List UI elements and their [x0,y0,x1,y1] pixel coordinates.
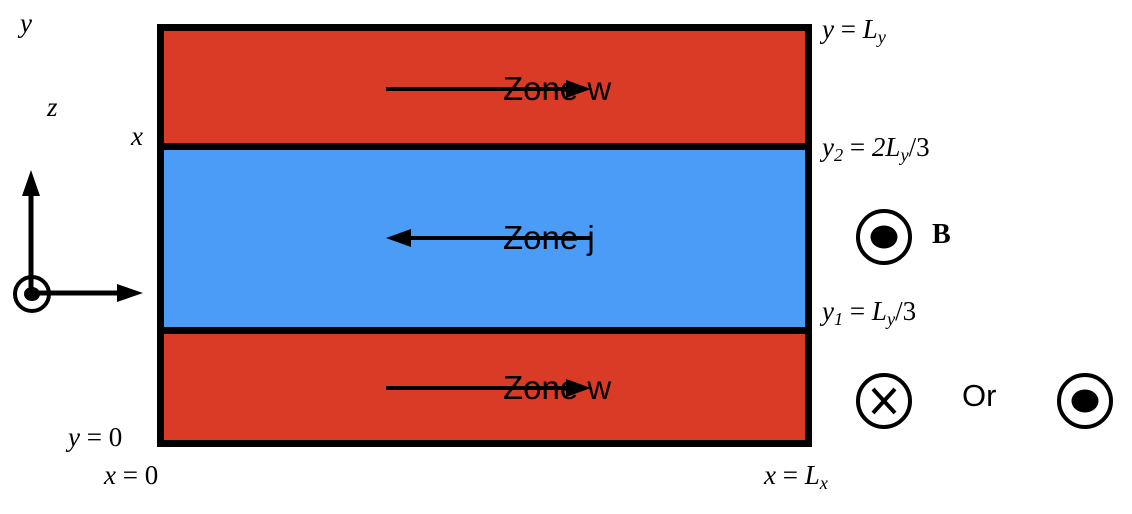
axis-label-x: x [131,121,143,151]
label-y2-var: y [822,132,834,162]
label-x-equals-0: x = 0 [104,462,158,489]
flow-arrow-bottom-right-icon [386,376,591,400]
zone-middle-label: Zone j [503,219,595,256]
label-y2-value: 2L [871,132,901,162]
b-field-label: B [932,219,951,250]
field-out-of-page-icon [1057,373,1113,429]
label-xlx-valuesub: x [819,473,828,494]
field-out-of-page-dot [1071,389,1099,413]
label-y1-var: y [822,296,834,326]
field-into-page-icon [856,373,912,429]
label-y0-eq: = [79,422,109,452]
label-y2-suffix: /3 [908,132,930,162]
label-x0-value: 0 [144,460,159,490]
zone-top-label: Zone w [503,70,612,107]
label-y-equals-0: y = 0 [68,424,122,451]
zone-bottom-label: Zone w [503,369,612,406]
label-y-equals-Ly-var: y [822,14,834,44]
flow-arrow-top-right-icon [386,77,591,101]
b-field-dot [870,225,898,249]
label-y-equals-Ly-valuesub: y [877,27,886,48]
axis-origin-z-out-of-page-icon [13,275,51,313]
label-y0-var: y [68,422,80,452]
flow-arrow-middle-left-icon [386,226,591,250]
label-y1-equals-Ly-over-3: y1 = Ly/3 [822,296,917,329]
b-field-out-of-page-icon [856,209,912,265]
label-y2-equals-2Ly-over-3: y2 = 2Ly/3 [822,132,930,165]
label-y-equals-Ly-eq: = [833,14,863,44]
label-y1-valuesub: y [886,309,896,330]
label-y1-value: L [871,296,887,326]
label-y2-eq: = [843,132,872,162]
axis-label-y: y [20,8,32,38]
label-x0-var: x [104,460,116,490]
label-y2-sub: 2 [833,145,844,166]
axis-origin-dot [24,287,40,301]
label-x0-eq: = [115,460,145,490]
label-xlx-value: L [804,460,820,490]
label-y1-eq: = [843,296,872,326]
label-y2-valuesub: y [900,145,909,166]
label-y0-value: 0 [108,422,123,452]
label-y1-suffix: /3 [895,296,917,326]
field-or-label: Or [962,378,997,413]
zone-middle-region [164,150,805,334]
label-y1-sub: 1 [833,309,844,330]
label-xlx-var: x [764,460,776,490]
axis-label-z: z [47,92,58,122]
label-y-equals-Ly-value: L [862,14,878,44]
label-xlx-eq: = [775,460,805,490]
label-x-equals-Lx: x = Lx [764,460,828,493]
label-y-equals-Ly: y = Ly [822,14,886,47]
